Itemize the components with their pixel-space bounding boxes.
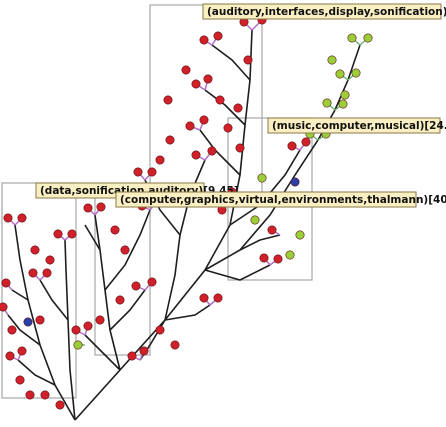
leaf-node-red xyxy=(71,325,81,335)
leaf-node-red xyxy=(35,315,45,325)
leaf-node-red xyxy=(235,143,245,153)
leaf-node-red xyxy=(165,135,175,145)
leaf-node-green xyxy=(363,33,373,43)
leaf-node-red xyxy=(207,146,217,156)
leaf-node-blue xyxy=(23,317,33,327)
leaf-node-green xyxy=(335,69,345,79)
leaf-node-red xyxy=(7,325,17,335)
leaf-node-green xyxy=(322,98,332,108)
leaf-node-red xyxy=(45,255,55,265)
leaf-node-red xyxy=(213,293,223,303)
leaf-node-red xyxy=(96,202,106,212)
leaf-node-red xyxy=(147,277,157,287)
leaf-node-red xyxy=(133,167,143,177)
leaf-node-red xyxy=(203,74,213,84)
leaf-node-green xyxy=(327,55,337,65)
leaf-node-green xyxy=(257,173,267,183)
leaf-node-red xyxy=(243,55,253,65)
leaf-node-red xyxy=(287,141,297,151)
leaf-node-red xyxy=(259,253,269,263)
label-music-text: (music,computer,musical)[24.92] xyxy=(272,120,446,132)
leaf-node-red xyxy=(185,121,195,131)
leaf-node-red xyxy=(267,225,277,235)
leaf-node-red xyxy=(199,35,209,45)
leaf-node-green xyxy=(351,68,361,78)
leaf-node-blue xyxy=(290,177,300,187)
leaf-node-green xyxy=(347,33,357,43)
leaf-node-red xyxy=(213,31,223,41)
leaf-node-red xyxy=(1,278,11,288)
label-music: (music,computer,musical)[24.92] xyxy=(267,117,446,134)
leaf-node-red xyxy=(0,302,8,312)
leaf-node-red xyxy=(155,155,165,165)
leaf-node-red xyxy=(223,123,233,133)
leaf-node-red xyxy=(5,351,15,361)
leaf-node-red xyxy=(199,115,209,125)
leaf-node-red xyxy=(15,375,25,385)
leaf-node-red xyxy=(53,229,63,239)
leaf-node-red xyxy=(40,390,50,400)
leaf-node-red xyxy=(147,167,157,177)
leaf-node-green xyxy=(338,99,348,109)
leaf-node-red xyxy=(115,295,125,305)
leaf-node-red xyxy=(83,321,93,331)
leaf-node-red xyxy=(170,340,180,350)
leaf-node-red xyxy=(155,325,165,335)
leaf-node-red xyxy=(17,346,27,356)
cluster-box-auditory xyxy=(149,4,263,206)
label-computer: (computer,graphics,virtual,environments,… xyxy=(115,191,446,208)
leaf-node-red xyxy=(30,245,40,255)
leaf-node-green xyxy=(250,215,260,225)
leaf-node-green xyxy=(285,250,295,260)
leaf-node-red xyxy=(127,351,137,361)
leaf-node-red xyxy=(199,293,209,303)
leaf-node-red xyxy=(233,103,243,113)
leaf-node-red xyxy=(28,268,38,278)
leaf-node-red xyxy=(95,315,105,325)
leaf-node-red xyxy=(83,203,93,213)
tree-nodes xyxy=(0,15,373,410)
label-auditory: (auditory,interfaces,display,sonificatio… xyxy=(202,3,446,20)
leaf-node-red xyxy=(3,213,13,223)
leaf-node-green xyxy=(295,230,305,240)
leaf-node-green xyxy=(73,340,83,350)
leaf-node-red xyxy=(163,95,173,105)
leaf-node-red xyxy=(139,346,149,356)
leaf-node-red xyxy=(215,95,225,105)
leaf-node-red xyxy=(67,229,77,239)
label-auditory-text: (auditory,interfaces,display,sonificatio… xyxy=(207,6,446,18)
leaf-node-red xyxy=(42,268,52,278)
leaf-node-red xyxy=(55,400,65,410)
leaf-node-red xyxy=(110,225,120,235)
leaf-node-green xyxy=(340,90,350,100)
leaf-node-red xyxy=(120,245,130,255)
leaf-node-red xyxy=(25,390,35,400)
leaf-node-red xyxy=(17,213,27,223)
leaf-node-red xyxy=(191,79,201,89)
tree-edges xyxy=(7,29,361,421)
label-computer-text: (computer,graphics,virtual,environments,… xyxy=(120,194,446,206)
leaf-node-red xyxy=(181,65,191,75)
leaf-node-red xyxy=(273,254,283,264)
leaf-node-red xyxy=(191,150,201,160)
leaf-node-red xyxy=(131,281,141,291)
leaf-node-red xyxy=(301,137,311,147)
